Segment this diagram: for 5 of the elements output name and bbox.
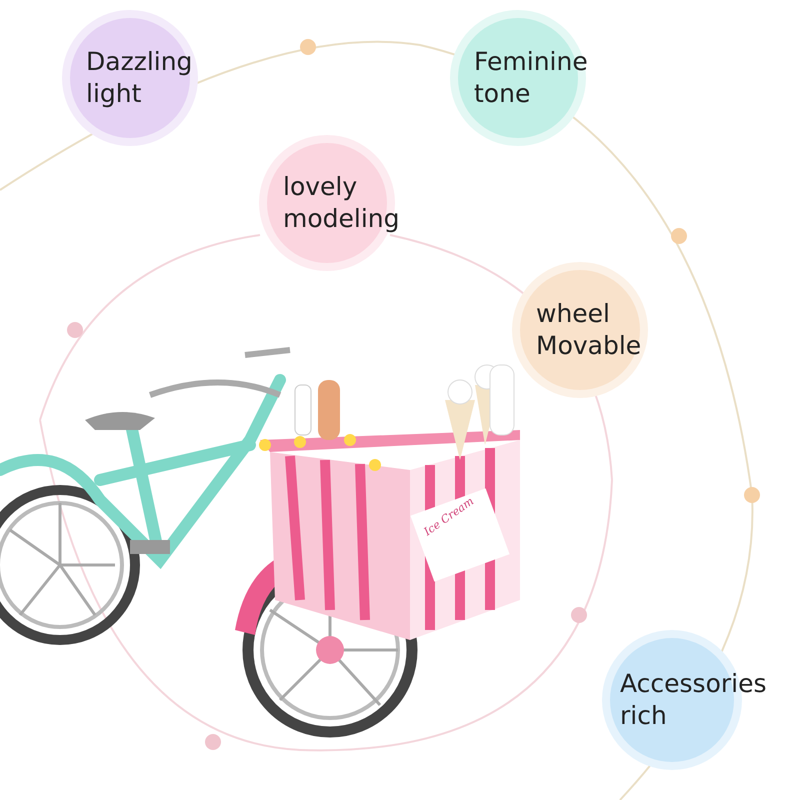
feature-text: lovely modeling [283,170,400,235]
feature-text: Feminine tone [474,46,588,110]
feature-text: wheel Movable [536,298,642,362]
feature-text: Accessories rich [620,668,767,732]
feature-text: Dazzling light [86,46,192,110]
